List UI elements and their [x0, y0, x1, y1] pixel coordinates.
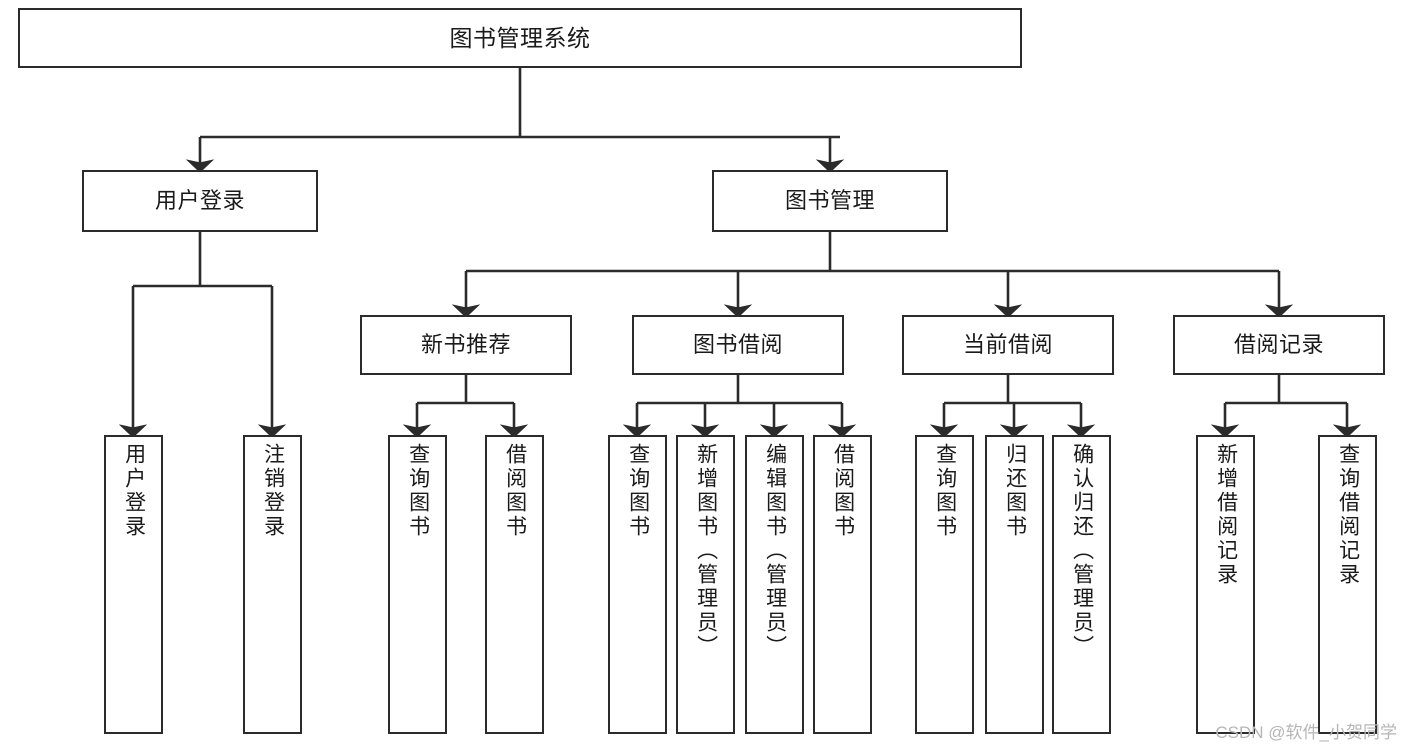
- node-leaf-query-book-2-label: 查询图书: [626, 443, 650, 539]
- node-leaf-confirm-return-admin-label: 确认归还（管理员）: [1070, 443, 1094, 659]
- node-new-book-recommend[interactable]: 新书推荐: [360, 315, 572, 375]
- node-leaf-borrow-book-2-label: 借阅图书: [831, 443, 855, 539]
- node-current-borrow[interactable]: 当前借阅: [902, 315, 1114, 375]
- node-book-management[interactable]: 图书管理: [712, 170, 948, 232]
- node-leaf-add-book-admin[interactable]: 新增图书（管理员）: [676, 435, 735, 734]
- node-leaf-query-borrow-record-label: 查询借阅记录: [1336, 443, 1360, 587]
- node-leaf-borrow-book-1-label: 借阅图书: [503, 443, 527, 539]
- node-user-login-label: 用户登录: [154, 188, 245, 214]
- node-borrow-record[interactable]: 借阅记录: [1173, 315, 1385, 375]
- node-leaf-add-book-admin-label: 新增图书（管理员）: [694, 443, 718, 659]
- node-leaf-query-book-3-label: 查询图书: [933, 443, 957, 539]
- node-leaf-confirm-return-admin[interactable]: 确认归还（管理员）: [1052, 435, 1111, 734]
- node-book-management-label: 图书管理: [784, 188, 875, 214]
- node-leaf-return-book-label: 归还图书: [1003, 443, 1027, 539]
- watermark-text: CSDN @软件_小贺同学: [1215, 723, 1397, 742]
- node-leaf-query-book-1[interactable]: 查询图书: [388, 435, 447, 734]
- node-leaf-logout-login[interactable]: 注销登录: [243, 435, 302, 734]
- node-root-system-label: 图书管理系统: [449, 24, 591, 51]
- node-leaf-edit-book-admin-label: 编辑图书（管理员）: [763, 443, 787, 659]
- node-book-borrow[interactable]: 图书借阅: [632, 315, 844, 375]
- node-leaf-logout-login-label: 注销登录: [261, 443, 285, 539]
- node-leaf-borrow-book-1[interactable]: 借阅图书: [485, 435, 544, 734]
- node-leaf-add-borrow-record[interactable]: 新增借阅记录: [1196, 435, 1255, 734]
- node-leaf-query-borrow-record[interactable]: 查询借阅记录: [1318, 435, 1377, 734]
- node-leaf-query-book-2[interactable]: 查询图书: [608, 435, 667, 734]
- node-leaf-user-login-label: 用户登录: [122, 443, 146, 539]
- node-new-book-recommend-label: 新书推荐: [420, 332, 511, 358]
- node-leaf-user-login[interactable]: 用户登录: [104, 435, 163, 734]
- node-book-borrow-label: 图书借阅: [692, 332, 783, 358]
- node-root-system[interactable]: 图书管理系统: [18, 8, 1022, 68]
- node-leaf-borrow-book-2[interactable]: 借阅图书: [813, 435, 872, 734]
- node-current-borrow-label: 当前借阅: [962, 332, 1053, 358]
- node-user-login[interactable]: 用户登录: [82, 170, 318, 232]
- node-leaf-add-borrow-record-label: 新增借阅记录: [1214, 443, 1238, 587]
- node-leaf-query-book-1-label: 查询图书: [406, 443, 430, 539]
- node-leaf-edit-book-admin[interactable]: 编辑图书（管理员）: [745, 435, 804, 734]
- node-leaf-return-book[interactable]: 归还图书: [985, 435, 1044, 734]
- node-leaf-query-book-3[interactable]: 查询图书: [915, 435, 974, 734]
- node-borrow-record-label: 借阅记录: [1233, 332, 1324, 358]
